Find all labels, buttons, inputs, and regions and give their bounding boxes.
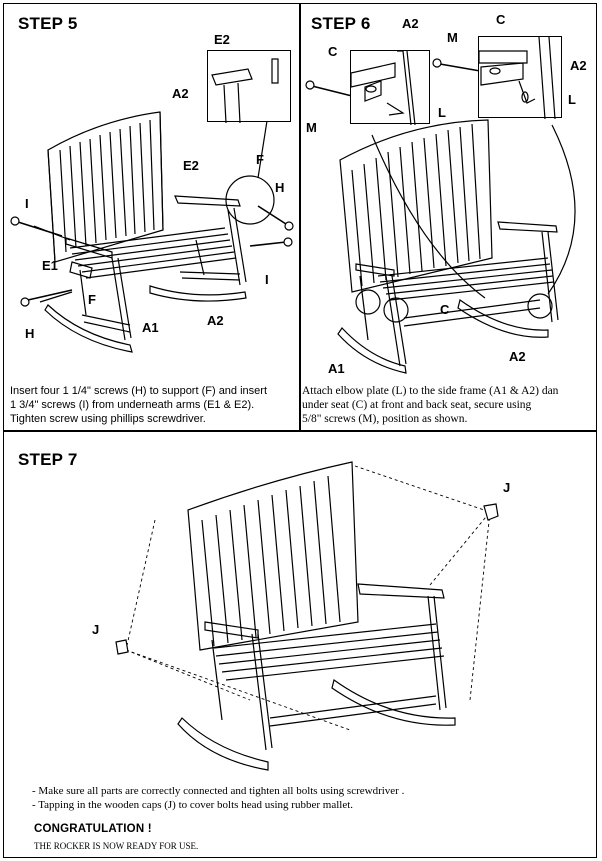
step6-label-a1: A1 xyxy=(328,361,345,376)
step5-label-e2-top: E2 xyxy=(214,32,230,47)
step5-label-i-right: I xyxy=(265,272,269,287)
panel-divider-vertical xyxy=(299,3,301,431)
step7-label-j-left: J xyxy=(92,622,100,637)
step5-label-e1: E1 xyxy=(42,258,58,273)
step5-label-a2-inset: A2 xyxy=(172,86,189,101)
step5-rocker-illustration xyxy=(10,69,294,353)
step5-label-h-left: H xyxy=(25,326,35,341)
step5-instruction-line: Insert four 1 1/4" screws (H) to support… xyxy=(10,385,267,397)
step6-label-l-left: L xyxy=(438,105,446,120)
step6-instruction-line: Attach elbow plate (L) to the side frame… xyxy=(302,385,559,397)
step6-instruction-line: under seat (C) at front and back seat, s… xyxy=(302,399,532,411)
step5-instruction-line: Tighten screw using phillips screwdriver… xyxy=(10,413,206,425)
congratulation-heading: CONGRATULATION ! xyxy=(34,823,152,835)
step6-label-a2-right: A2 xyxy=(570,58,587,73)
step6-title: STEP 6 xyxy=(311,14,371,33)
step6-label-m-top: M xyxy=(447,30,458,45)
step6-rocker-illustration xyxy=(305,58,576,374)
step6-inset-right-drawing xyxy=(478,36,556,120)
step5-title: STEP 5 xyxy=(18,14,78,33)
step5-label-e2-mid: E2 xyxy=(183,158,199,173)
step5-label-a1: A1 xyxy=(142,320,159,335)
step5-label-f-bottom: F xyxy=(88,292,96,307)
step7-instruction-line: - Tapping in the wooden caps (J) to cove… xyxy=(32,799,354,811)
step6-label-a2-bottom: A2 xyxy=(509,349,526,364)
step6-instructions: Attach elbow plate (L) to the side frame… xyxy=(302,384,596,426)
step5-instructions: Insert four 1 1/4" screws (H) to support… xyxy=(10,384,295,426)
step5-detail-inset xyxy=(207,50,291,124)
step6-instruction-line: 5/8" screws (M), position as shown. xyxy=(302,413,468,425)
step6-label-a2-top: A2 xyxy=(402,16,419,31)
step5-instruction-line: 1 3/4" screws (I) from underneath arms (… xyxy=(10,399,255,411)
step6-label-c-inset: C xyxy=(328,44,338,59)
step6-detail-inset-left xyxy=(350,50,430,126)
step5-label-i-left: I xyxy=(25,196,29,211)
step7-label-j-right: J xyxy=(503,480,511,495)
step7-instructions: - Make sure all parts are correctly conn… xyxy=(32,784,592,812)
step5-label-f-top: F xyxy=(256,152,264,167)
ready-for-use-text: THE ROCKER IS NOW READY FOR USE. xyxy=(34,841,199,851)
step5-label-h-right: H xyxy=(275,180,285,195)
step6-label-m-left: M xyxy=(306,120,317,135)
step6-label-c-top-right: C xyxy=(496,12,506,27)
step6-inset-left-drawing xyxy=(350,50,416,126)
step6-detail-inset-right xyxy=(478,36,562,120)
step7-title: STEP 7 xyxy=(18,450,78,469)
step6-label-c-seat: C xyxy=(440,302,450,317)
step5-inset-drawing xyxy=(211,58,279,124)
step6-label-l-right: L xyxy=(568,92,576,107)
step7-instruction-line: - Make sure all parts are correctly conn… xyxy=(32,785,405,797)
step5-label-a2-bottom: A2 xyxy=(207,313,224,328)
panel-divider-horizontal xyxy=(3,430,597,432)
